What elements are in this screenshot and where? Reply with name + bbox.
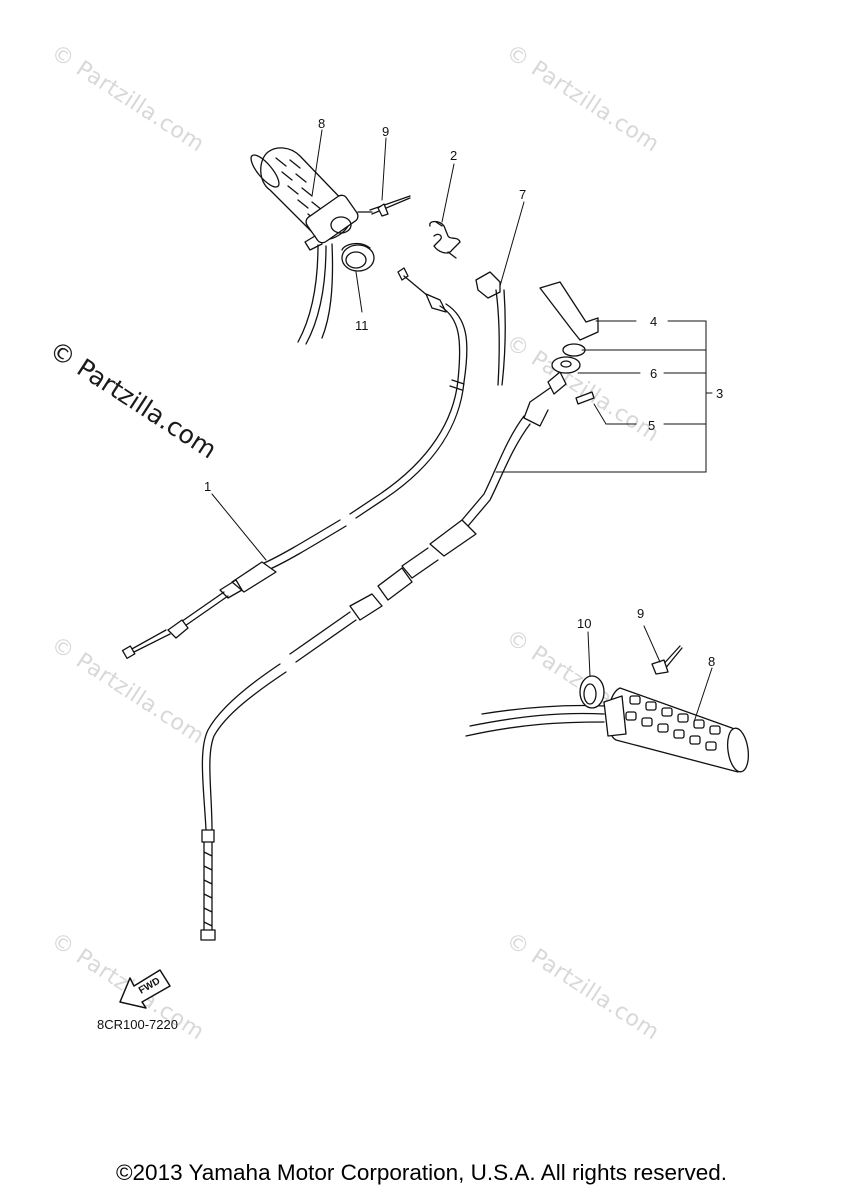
copyright-notice: ©2013 Yamaha Motor Corporation, U.S.A. A…: [115, 1160, 728, 1185]
pin-5: [575, 391, 595, 405]
lever-4: [539, 281, 599, 341]
screw-bottom: [643, 625, 683, 675]
callout-3: 3: [716, 386, 723, 401]
washer-6: [551, 356, 581, 374]
collar-11: [341, 242, 375, 272]
callout-7: 7: [519, 187, 526, 202]
callout-4: 4: [650, 314, 657, 329]
leader-lines: [211, 129, 713, 561]
throttle-cable: [200, 371, 567, 941]
leader-line: [693, 667, 713, 723]
callout-1: 1: [204, 479, 211, 494]
cable-1: [121, 267, 468, 659]
diagram-code: 8CR100-7220: [97, 1017, 178, 1032]
callout-8: 8: [708, 654, 715, 669]
fwd-arrow-icon: FWD: [119, 969, 171, 1009]
callout-9: 9: [637, 606, 644, 621]
callout-5: 5: [648, 418, 655, 433]
grip-left: [250, 147, 359, 345]
collar-10: [579, 631, 605, 709]
callout-6: 6: [650, 366, 657, 381]
band-7: [475, 271, 506, 386]
callout-10: 10: [577, 616, 591, 631]
screw-top: [357, 195, 411, 217]
callout-11: 11: [355, 318, 369, 333]
callout-2: 2: [450, 148, 457, 163]
grip-right: [465, 687, 750, 773]
clip-2: [429, 220, 461, 259]
callout-9: 9: [382, 124, 389, 139]
callout-8: 8: [318, 116, 325, 131]
